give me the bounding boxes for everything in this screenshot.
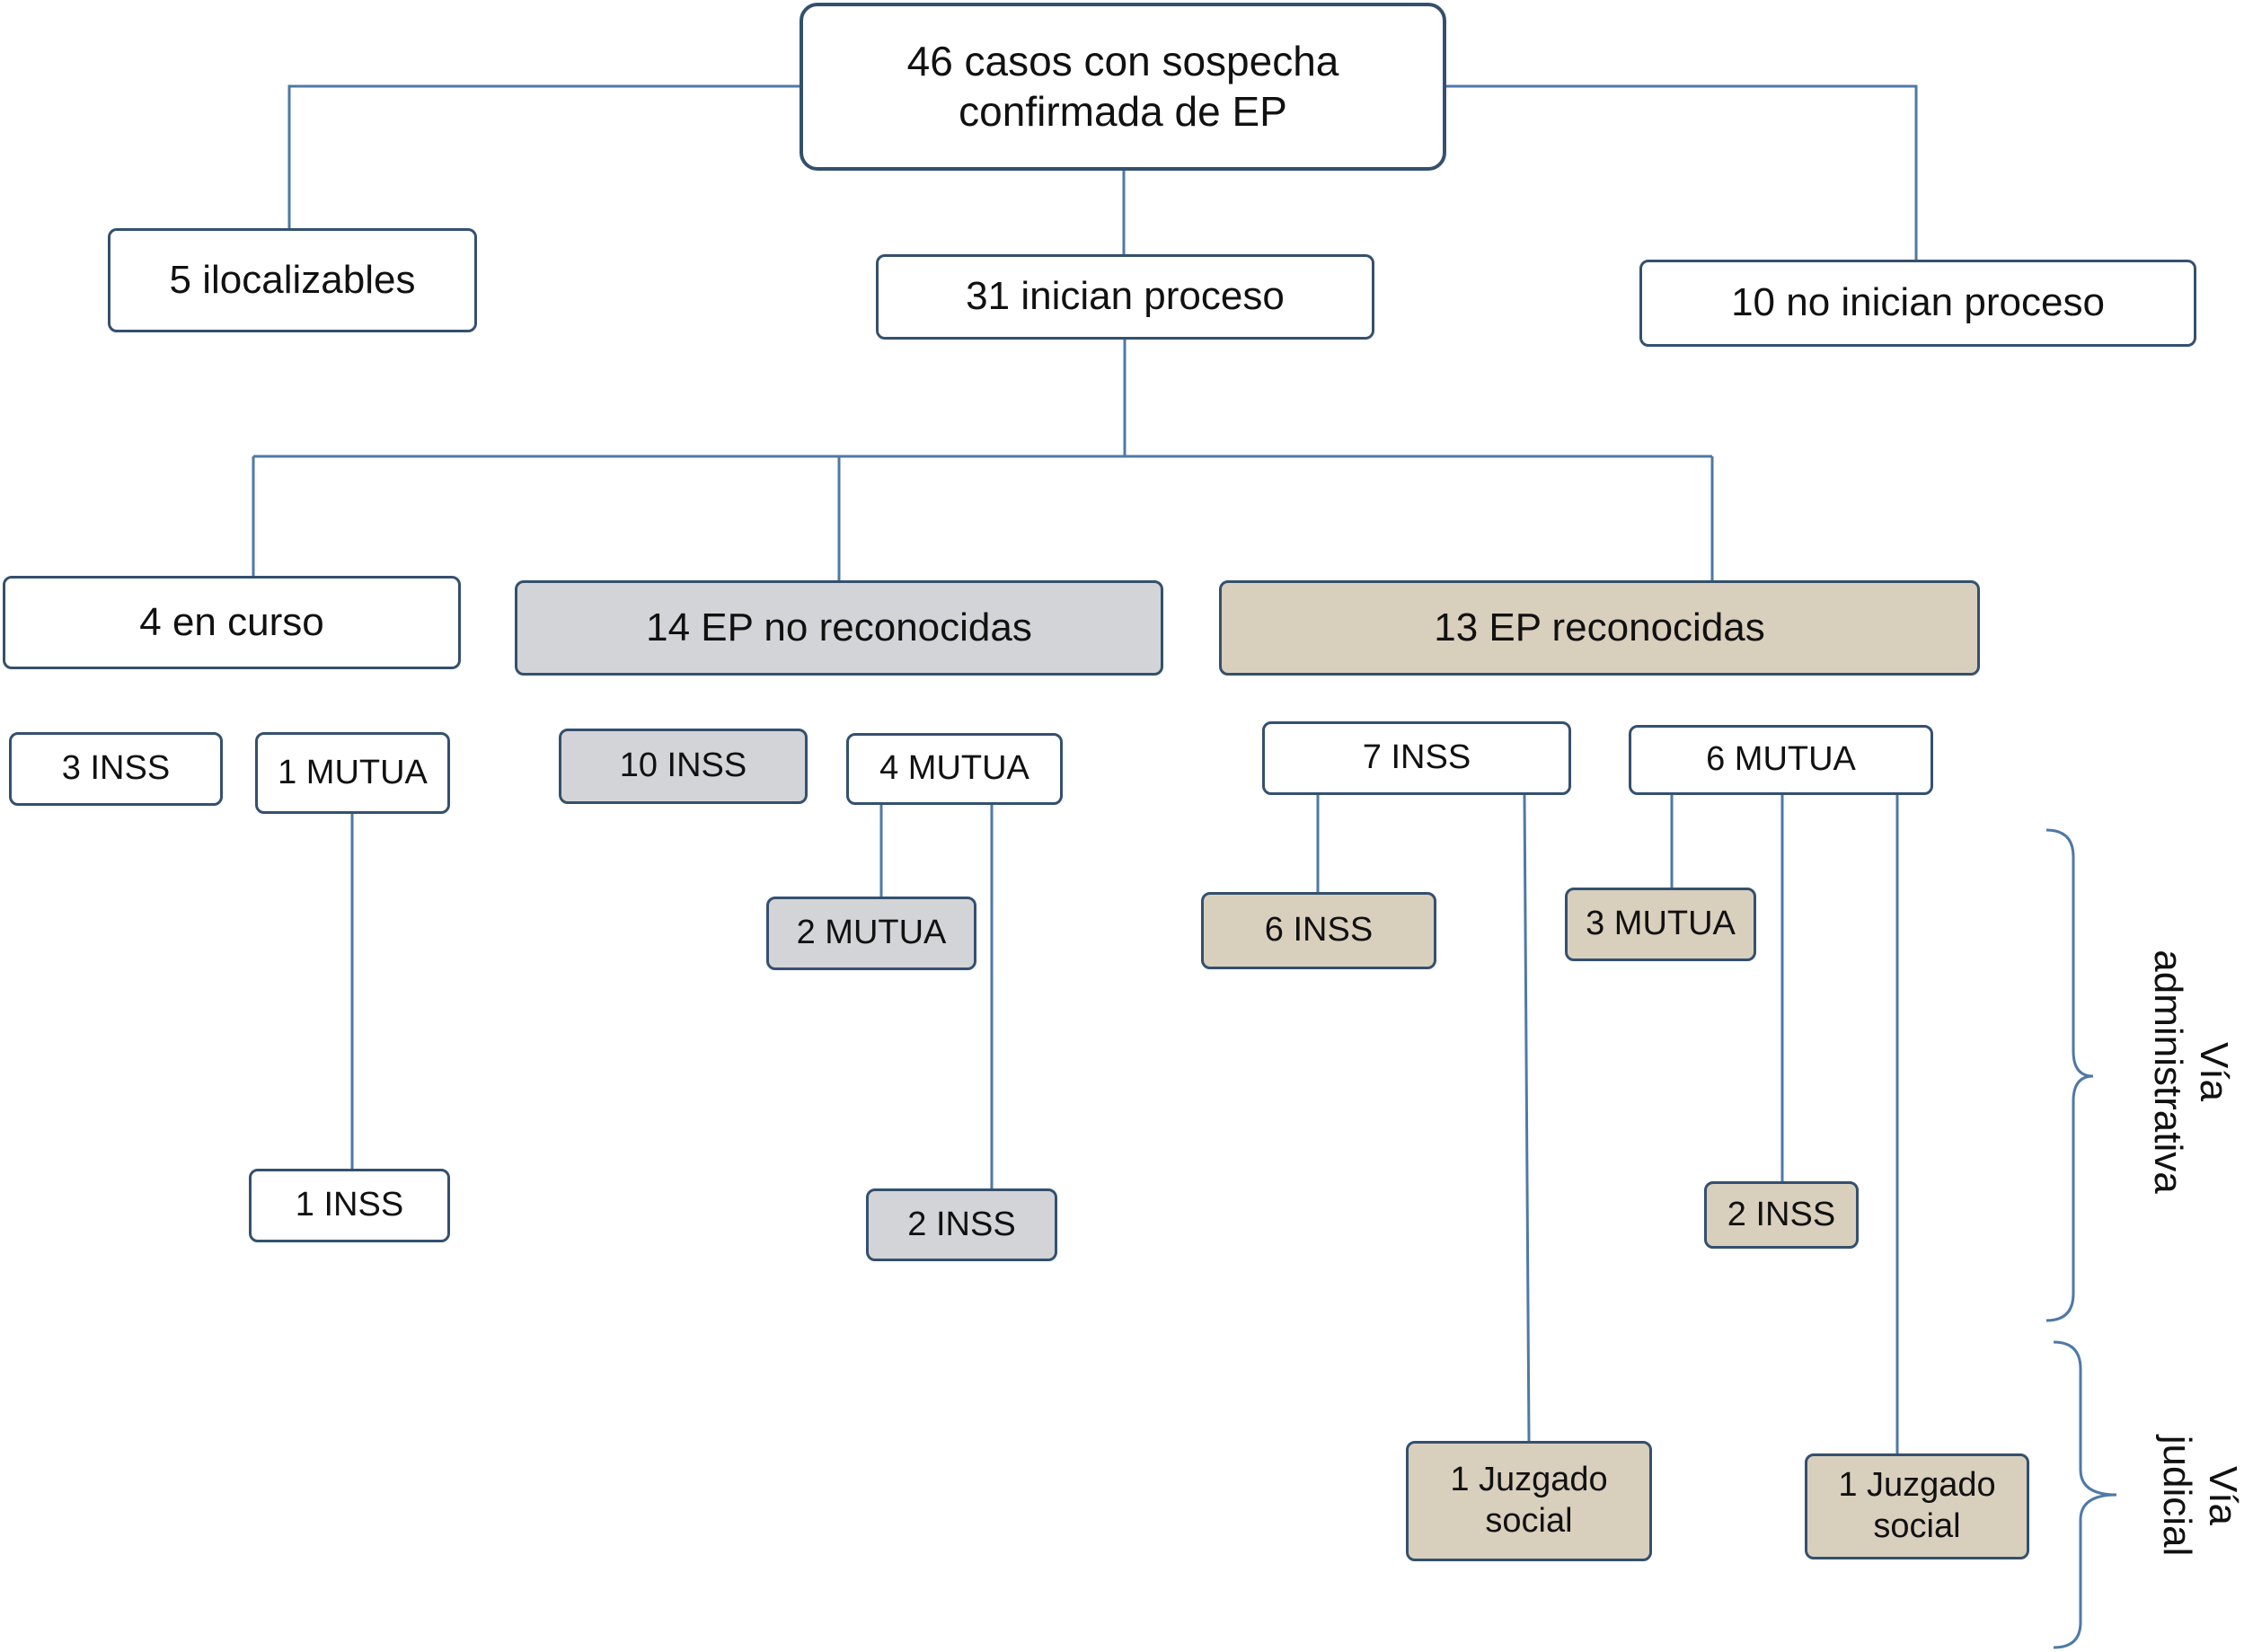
node-noreco-mutua-mutua-label: 2 MUTUA xyxy=(796,914,947,952)
node-noreco-inss: 10 INSS xyxy=(559,729,808,804)
bracket-via-judicial xyxy=(2053,1340,2117,1649)
label-via-judicial-text: Vía judicial xyxy=(2155,1435,2245,1557)
root-node-label: 46 casos con sospecha confirmada de EP xyxy=(906,38,1339,135)
node-no-inician-proceso: 10 no inician proceso xyxy=(1639,260,2196,347)
node-ep-no-reconocidas-label: 14 EP no reconocidas xyxy=(646,605,1032,649)
node-ep-reconocidas-label: 13 EP reconocidas xyxy=(1434,605,1765,649)
label-via-administrativa-text: Vía administrativa xyxy=(2146,950,2236,1194)
node-ilocalizables: 5 ilocalizables xyxy=(108,228,477,332)
bracket-via-administrativa xyxy=(2045,828,2094,1322)
node-curso-mutua-label: 1 MUTUA xyxy=(278,753,428,791)
node-noreco-mutua-label: 4 MUTUA xyxy=(879,749,1029,788)
node-reco-mutua-inss: 2 INSS xyxy=(1704,1181,1859,1249)
root-node: 46 casos con sospecha confirmada de EP xyxy=(800,3,1446,171)
node-reco-mutua-juzgado-label: 1 Juzgado social xyxy=(1838,1466,1996,1545)
node-reco-inss-inss: 6 INSS xyxy=(1201,892,1436,969)
node-reco-inss-juzgado: 1 Juzgado social xyxy=(1406,1441,1652,1561)
node-noreco-mutua-inss-label: 2 INSS xyxy=(907,1205,1016,1243)
node-reco-inss-inss-label: 6 INSS xyxy=(1264,911,1374,950)
node-inician-proceso: 31 inician proceso xyxy=(876,254,1374,340)
node-reco-inss: 7 INSS xyxy=(1262,721,1571,795)
label-via-judicial: Vía judicial xyxy=(2141,1406,2253,1586)
node-reco-mutua: 6 MUTUA xyxy=(1629,725,1933,795)
connector-reco-inss-juzgado xyxy=(1523,794,1531,1442)
node-curso-mutua-inss-label: 1 INSS xyxy=(295,1186,404,1224)
node-noreco-mutua-inss: 2 INSS xyxy=(866,1188,1057,1261)
label-via-administrativa: Vía administrativa xyxy=(2132,919,2249,1224)
node-curso-mutua-inss: 1 INSS xyxy=(249,1169,450,1242)
node-curso-inss-label: 3 INSS xyxy=(61,749,171,788)
node-reco-mutua-mutua: 3 MUTUA xyxy=(1565,888,1756,961)
node-noreco-inss-label: 10 INSS xyxy=(619,746,747,785)
node-reco-mutua-mutua-label: 3 MUTUA xyxy=(1586,905,1736,943)
node-reco-mutua-juzgado: 1 Juzgado social xyxy=(1805,1453,2029,1559)
node-ep-no-reconocidas: 14 EP no reconocidas xyxy=(515,580,1163,676)
connector-root-ilocalizables xyxy=(287,84,800,228)
node-curso-mutua: 1 MUTUA xyxy=(255,732,450,814)
node-ep-reconocidas: 13 EP reconocidas xyxy=(1219,580,1980,676)
node-noreco-mutua: 4 MUTUA xyxy=(846,733,1063,805)
node-ilocalizables-label: 5 ilocalizables xyxy=(169,257,416,302)
node-reco-inss-label: 7 INSS xyxy=(1362,738,1471,777)
node-inician-proceso-label: 31 inician proceso xyxy=(966,274,1285,319)
node-curso-inss: 3 INSS xyxy=(9,732,223,806)
node-no-inician-proceso-label: 10 no inician proceso xyxy=(1731,280,2105,325)
node-reco-inss-juzgado-label: 1 Juzgado social xyxy=(1450,1461,1608,1540)
node-noreco-mutua-mutua: 2 MUTUA xyxy=(766,897,976,970)
node-reco-mutua-inss-label: 2 INSS xyxy=(1727,1195,1836,1233)
node-en-curso: 4 en curso xyxy=(3,576,461,669)
node-en-curso-label: 4 en curso xyxy=(139,599,324,644)
connector-root-no-inician xyxy=(1446,84,1918,260)
node-reco-mutua-label: 6 MUTUA xyxy=(1706,740,1856,779)
